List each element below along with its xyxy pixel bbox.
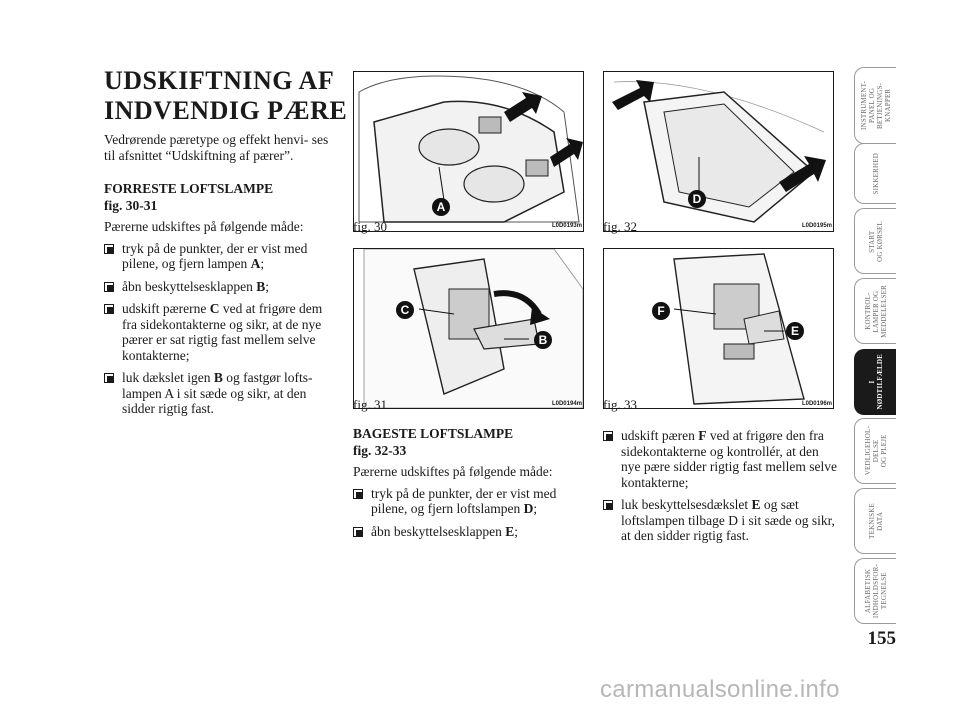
tab-i-nodtilfaelde[interactable]: I NØDTILFÆLDE [854, 349, 896, 415]
tab-tekniske-data[interactable]: TEKNISKE DATA [854, 488, 896, 554]
tab-kontrollamper[interactable]: KONTROL- LAMPER OG MEDDELELSER [854, 278, 896, 344]
rear-lead: Pærerne udskiftes på følgende måde: [353, 464, 553, 479]
rear-steps-continued: udskift pæren F ved at frigøre den fra s… [603, 428, 839, 544]
figure-30: A [353, 71, 584, 232]
checkbox-bullet-icon [104, 243, 114, 254]
list-item: luk beskyttelsesdækslet E og sæt loftsla… [603, 497, 839, 544]
checkbox-bullet-icon [104, 373, 114, 383]
figure-33: F E [603, 248, 834, 409]
title-line-2: INDVENDIG PÆRE [104, 96, 348, 125]
front-steps: tryk på de punkter, der er vist med pile… [104, 241, 340, 417]
front-lamp-section: FORRESTE LOFTSLAMPE fig. 30-31 Pærerne u… [104, 181, 340, 424]
marker-c: C [396, 301, 414, 319]
page-title: UDSKIFTNING AF INDVENDIG PÆRE [104, 66, 354, 126]
checkbox-bullet-icon [353, 488, 363, 499]
list-item: tryk på de punkter, der er vist med pile… [353, 486, 589, 517]
front-heading: FORRESTE LOFTSLAMPE [104, 181, 274, 196]
marker-f: F [652, 302, 670, 320]
rear-lamp-continued: udskift pæren F ved at frigøre den fra s… [603, 428, 839, 551]
checkbox-bullet-icon [104, 304, 114, 314]
front-lead: Pærerne udskiftes på følgende måde: [104, 219, 304, 234]
figure-32-caption: fig. 32 L0D0195m [603, 219, 832, 234]
front-fig-ref: fig. 30-31 [104, 197, 158, 213]
list-item: luk dækslet igen B og fastgør lofts- lam… [104, 370, 340, 417]
checkbox-bullet-icon [603, 431, 613, 441]
rear-steps: tryk på de punkter, der er vist med pile… [353, 486, 589, 540]
rear-heading: BAGESTE LOFTSLAMPE [353, 426, 514, 441]
dome-lamp-open-illustration [363, 249, 583, 408]
page-number: 155 [867, 628, 897, 649]
tab-sikkerhed[interactable]: SIKKERHED [854, 143, 896, 204]
rear-lamp-illustration [612, 80, 826, 223]
list-item: udskift pæren F ved at frigøre den fra s… [603, 428, 839, 490]
list-item: tryk på de punkter, der er vist med pile… [104, 241, 340, 272]
marker-e: E [786, 322, 804, 340]
dome-lamp-illustration [358, 75, 583, 223]
intro-text: Vedrørende pæretype og effekt henvi- ses… [104, 132, 329, 163]
figure-31-caption: fig. 31 L0D0194m [353, 397, 582, 412]
list-item: udskift pærerne C ved at frigøre dem fra… [104, 301, 340, 363]
figure-32: D [603, 71, 834, 232]
watermark: carmanualsonline.info [600, 676, 840, 703]
list-item: åbn beskyttelsesklappen B; [104, 279, 340, 295]
figure-33-caption: fig. 33 L0D0196m [603, 397, 832, 412]
rear-lamp-section: BAGESTE LOFTSLAMPE fig. 32-33 Pærerne ud… [353, 426, 589, 546]
checkbox-bullet-icon [603, 500, 613, 510]
tab-start-og-korsel[interactable]: START OG KØRSEL [854, 208, 896, 274]
marker-a: A [432, 198, 450, 216]
rear-fig-ref: fig. 32-33 [353, 442, 407, 458]
tab-vedligeholdelse[interactable]: VEDLIGEHOL- DELSE OG PLEJE [854, 418, 896, 484]
tab-alfabetisk-indhold[interactable]: ALFABETISK INDHOLDSFOR- TEGNELSE [854, 558, 896, 624]
marker-b: B [534, 331, 552, 349]
checkbox-bullet-icon [104, 281, 114, 292]
title-line-1: UDSKIFTNING AF [104, 66, 335, 95]
checkbox-bullet-icon [353, 526, 363, 537]
figure-31: C B [353, 248, 584, 409]
list-item: åbn beskyttelsesklappen E; [353, 524, 589, 540]
tab-instrumentpanel[interactable]: INSTRUMENT- PANEL OG BETJENINGS- KNAPPER [854, 67, 896, 144]
marker-d: D [688, 190, 706, 208]
figure-30-caption: fig. 30 L0D0193m [353, 219, 582, 234]
rear-lamp-open-illustration [673, 253, 805, 405]
